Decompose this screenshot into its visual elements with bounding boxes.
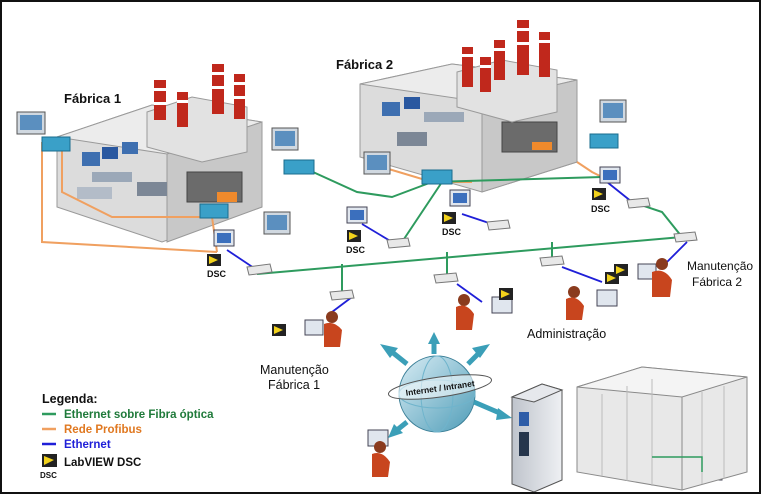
network-switch bbox=[626, 197, 651, 209]
operator-admin-1 bbox=[456, 288, 513, 330]
plc-module bbox=[41, 136, 71, 152]
touch-panel bbox=[363, 151, 391, 175]
plc-module bbox=[421, 169, 453, 185]
chimney bbox=[212, 64, 224, 114]
dsc-workstation: DSC bbox=[346, 206, 368, 255]
legend-dsc-label: DSC bbox=[40, 471, 57, 480]
chimney bbox=[234, 74, 245, 119]
plc-module bbox=[589, 133, 619, 149]
dsc-label: DSC bbox=[591, 204, 611, 214]
internet-globe: Internet / Intranet bbox=[387, 355, 493, 433]
network-switch bbox=[329, 289, 355, 301]
dsc-workstation: DSC bbox=[207, 229, 235, 279]
legend-item-fiber: Ethernet sobre Fibra óptica bbox=[42, 409, 214, 421]
network-switch bbox=[386, 237, 411, 249]
factory-1 bbox=[56, 64, 263, 243]
maintenance-2-label: Manutenção bbox=[687, 259, 753, 273]
network-switch bbox=[673, 231, 698, 243]
dsc-label: DSC bbox=[207, 269, 227, 279]
server-cabinets bbox=[576, 366, 748, 491]
operator-maintenance-2 bbox=[614, 258, 672, 297]
dsc-label: DSC bbox=[442, 227, 462, 237]
maintenance-1-label-line2: Fábrica 1 bbox=[268, 378, 320, 392]
legend-label: Ethernet sobre Fibra óptica bbox=[64, 409, 214, 421]
plc-module bbox=[199, 203, 229, 219]
legend-label: Ethernet bbox=[64, 439, 111, 451]
factory-2-label: Fábrica 2 bbox=[336, 57, 393, 72]
server-tower bbox=[510, 383, 564, 492]
factory-2 bbox=[359, 20, 578, 193]
maintenance-1-label: Manutenção bbox=[260, 363, 329, 377]
legend-label: Rede Profibus bbox=[64, 424, 142, 436]
network-switch bbox=[246, 263, 273, 276]
fiber-cables bbox=[256, 166, 683, 294]
network-switch bbox=[486, 219, 511, 231]
chimney bbox=[154, 80, 166, 120]
legend-item-labview: DSC LabVIEW DSC bbox=[40, 454, 141, 480]
dsc-workstation: DSC bbox=[442, 189, 471, 237]
network-switch bbox=[539, 255, 565, 267]
operator-maintenance-1 bbox=[272, 311, 342, 347]
plc-module bbox=[283, 159, 315, 175]
legend-title: Legenda: bbox=[42, 392, 98, 406]
administration-label: Administração bbox=[527, 327, 606, 341]
dsc-label: DSC bbox=[346, 245, 366, 255]
chimney bbox=[177, 92, 188, 127]
touch-panel bbox=[599, 99, 627, 123]
operator-remote bbox=[367, 429, 390, 477]
legend-item-ethernet: Ethernet bbox=[42, 439, 111, 451]
dsc-workstation: DSC bbox=[591, 166, 621, 214]
touch-panel bbox=[263, 211, 291, 235]
touch-panel bbox=[271, 127, 299, 151]
network-switch bbox=[433, 272, 459, 284]
maintenance-2-label-line2: Fábrica 2 bbox=[692, 275, 742, 289]
legend: Legenda: Ethernet sobre Fibra óptica Red… bbox=[40, 392, 214, 480]
legend-item-profibus: Rede Profibus bbox=[42, 424, 142, 436]
touch-panel bbox=[16, 111, 46, 135]
factory-1-label: Fábrica 1 bbox=[64, 91, 121, 106]
legend-label: LabVIEW DSC bbox=[64, 457, 141, 469]
globe-arrows bbox=[380, 332, 512, 438]
